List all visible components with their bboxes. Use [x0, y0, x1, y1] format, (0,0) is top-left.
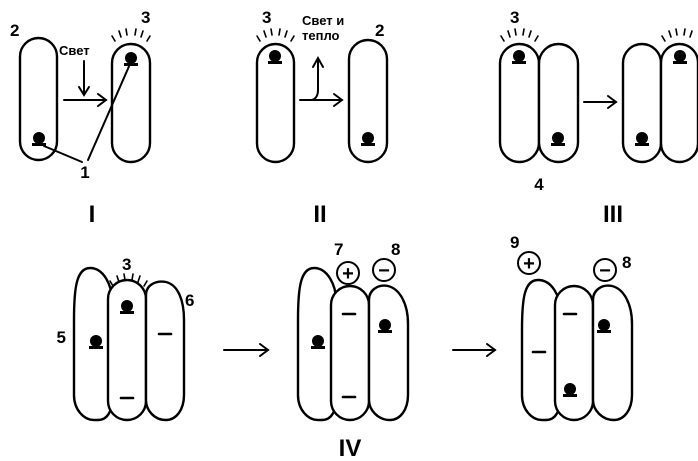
light-rays — [501, 29, 538, 41]
roman-iii: III — [603, 201, 623, 228]
molecule-head — [90, 335, 102, 347]
label-6: 6 — [185, 291, 194, 310]
cell-group-a: 3 5 6 — [57, 255, 195, 420]
light-heat-text-1: Свет и — [302, 13, 344, 28]
label-3: 3 — [141, 8, 150, 27]
panel-i: 1 2 3 Свет I — [10, 8, 150, 228]
molecule-base — [311, 346, 325, 349]
molecule-base — [635, 143, 649, 146]
molecule-head — [552, 132, 564, 144]
molecule-base — [361, 143, 375, 146]
light-rays — [257, 29, 294, 41]
molecule-base — [378, 330, 392, 333]
roman-iv: IV — [339, 435, 362, 461]
label-3: 3 — [510, 8, 519, 27]
molecule-base — [268, 61, 282, 64]
light-heat-text-2: тепло — [302, 28, 340, 43]
molecule-base — [512, 61, 526, 64]
roman-i: I — [89, 201, 96, 228]
molecule-head — [598, 319, 610, 331]
cell-middle — [555, 286, 593, 420]
panel-iv: 3 5 6 + − 7 8 — [57, 233, 632, 461]
cell-right — [369, 286, 408, 420]
molecule-head — [513, 50, 525, 62]
label-4: 4 — [534, 175, 544, 194]
label-8: 8 — [391, 240, 400, 259]
cell-group-c: + − 9 8 — [510, 233, 632, 420]
molecule-head — [125, 52, 137, 64]
molecule-head — [269, 50, 281, 62]
molecule-head — [564, 383, 576, 395]
panel-ii: 3 Свет и тепло 2 II — [257, 8, 387, 228]
cell-right — [593, 286, 632, 420]
molecule-head — [362, 132, 374, 144]
label-3: 3 — [122, 255, 131, 274]
label-9: 9 — [510, 233, 519, 252]
molecule-head — [674, 50, 686, 62]
cell-group-b: + − 7 8 — [298, 240, 408, 420]
light-rays — [662, 29, 692, 41]
molecule-head — [33, 132, 45, 144]
label-8: 8 — [622, 253, 631, 272]
cell-6 — [146, 282, 184, 420]
roman-ii: II — [313, 201, 326, 228]
label-2: 2 — [10, 21, 19, 40]
label-2: 2 — [375, 21, 384, 40]
molecule-head — [379, 319, 391, 331]
minus-sign: − — [599, 260, 611, 282]
plus-sign: + — [342, 263, 354, 285]
molecule-base — [89, 346, 103, 349]
panel-iii: 3 4 III — [500, 8, 698, 228]
light-text: Свет — [59, 43, 90, 58]
molecule-base — [673, 61, 687, 64]
molecule-head — [121, 300, 133, 312]
plus-sign: + — [523, 253, 535, 275]
molecule-base — [551, 143, 565, 146]
molecule-base — [597, 330, 611, 333]
light-rays — [112, 29, 150, 41]
label-3: 3 — [262, 8, 271, 27]
label-5: 5 — [57, 328, 66, 347]
minus-sign: − — [378, 260, 390, 282]
molecule-base — [563, 394, 577, 397]
molecule-base — [124, 63, 138, 66]
molecule-head — [636, 132, 648, 144]
label-1: 1 — [80, 163, 89, 182]
cell-middle — [331, 286, 369, 420]
molecule-base — [120, 311, 134, 314]
label-7: 7 — [334, 240, 343, 259]
molecule-head — [312, 335, 324, 347]
